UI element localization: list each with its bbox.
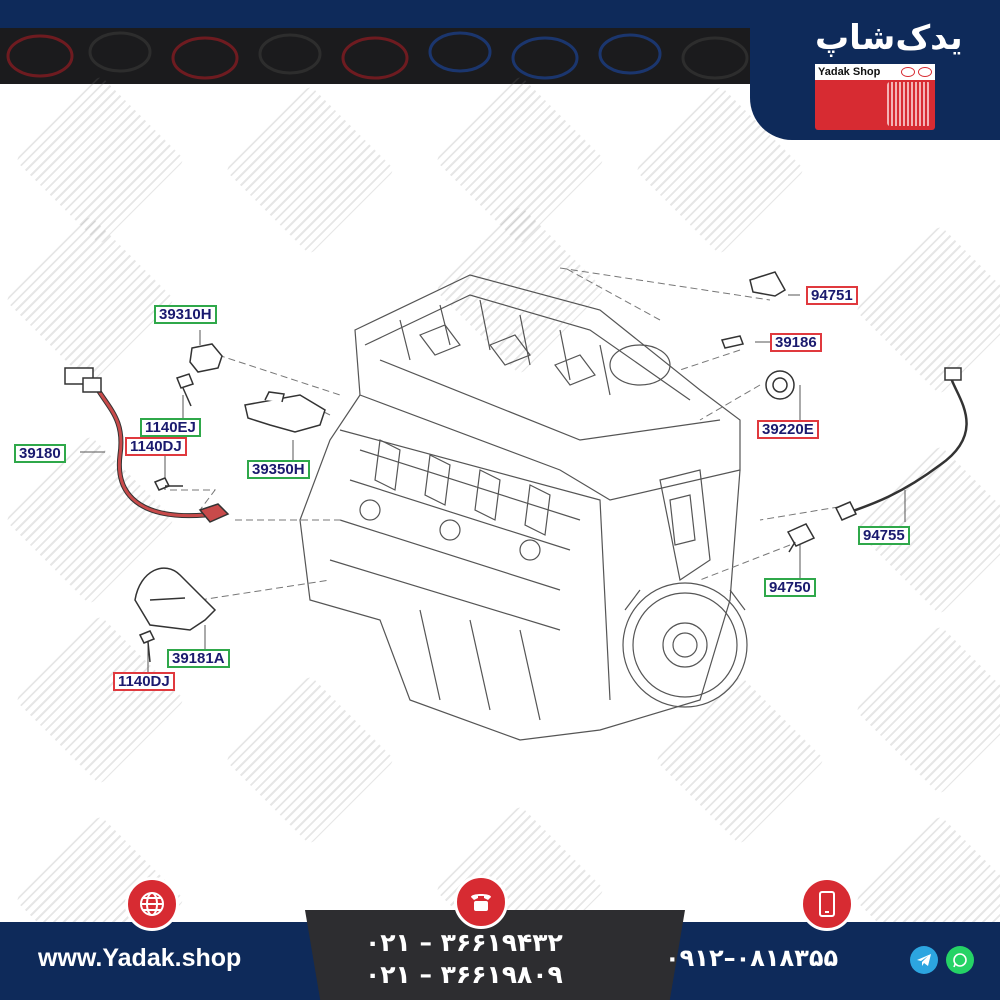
logo-card-strip: Yadak Shop — [815, 64, 935, 80]
phone-number-2[interactable]: ۰۲۱ – ۳۶۶۱۹۸۰۹ — [365, 960, 563, 989]
brand-pattern-band — [0, 28, 780, 84]
whatsapp-icon[interactable] — [946, 946, 974, 974]
part-label-94750[interactable]: 94750 — [764, 578, 816, 597]
bolt-39186 — [720, 335, 745, 349]
bolt — [138, 630, 156, 663]
part-label-1140DJ-lower[interactable]: 1140DJ — [113, 672, 175, 691]
mobile-phone-icon[interactable] — [800, 877, 854, 931]
bracket-94751 — [749, 271, 787, 297]
telegram-icon[interactable] — [910, 946, 938, 974]
part-label-39310H[interactable]: 39310H — [154, 305, 217, 324]
leader-lines — [170, 267, 851, 601]
oil-pressure-switch-94750 — [786, 523, 816, 553]
part-label-94755[interactable]: 94755 — [858, 526, 910, 545]
brand-pattern-graphic — [6, 31, 749, 80]
cam-position-sensor — [176, 343, 223, 407]
logo-card: Yadak Shop — [815, 64, 935, 130]
hyundai-logo-icon — [901, 67, 915, 77]
wire-harness-94755 — [834, 367, 968, 521]
website-url[interactable]: www.Yadak.shop — [38, 944, 242, 972]
part-label-1140DJ[interactable]: 1140DJ — [125, 437, 187, 456]
sensor-bracket — [244, 391, 326, 433]
part-label-39186[interactable]: 39186 — [770, 333, 822, 352]
sensor-cover — [134, 567, 217, 631]
brand-icons — [901, 67, 932, 77]
part-label-39181A[interactable]: 39181A — [167, 649, 230, 668]
engine-block — [299, 274, 748, 741]
logo-persian-text: یدک‌شاپ — [815, 18, 963, 58]
crank-position-sensor — [64, 367, 230, 523]
globe-icon[interactable] — [125, 877, 179, 931]
kia-logo-icon — [918, 67, 932, 77]
logo-stripes-graphic — [887, 82, 931, 126]
part-label-39180[interactable]: 39180 — [14, 444, 66, 463]
bolt — [153, 477, 183, 491]
phone-number-1[interactable]: ۰۲۱ – ۳۶۶۱۹۴۳۲ — [365, 928, 563, 957]
mobile-number[interactable]: ۰۹۱۲–۰۸۱۸۳۵۵ — [665, 944, 839, 972]
logo-english-text: Yadak Shop — [818, 66, 881, 78]
callout-lines — [80, 294, 906, 672]
pressure-sensor-39220E — [765, 370, 795, 400]
part-label-39350H[interactable]: 39350H — [247, 460, 310, 479]
telephone-icon[interactable] — [454, 875, 508, 929]
part-label-94751[interactable]: 94751 — [806, 286, 858, 305]
part-label-1140EJ[interactable]: 1140EJ — [140, 418, 201, 437]
part-label-39220E[interactable]: 39220E — [757, 420, 819, 439]
